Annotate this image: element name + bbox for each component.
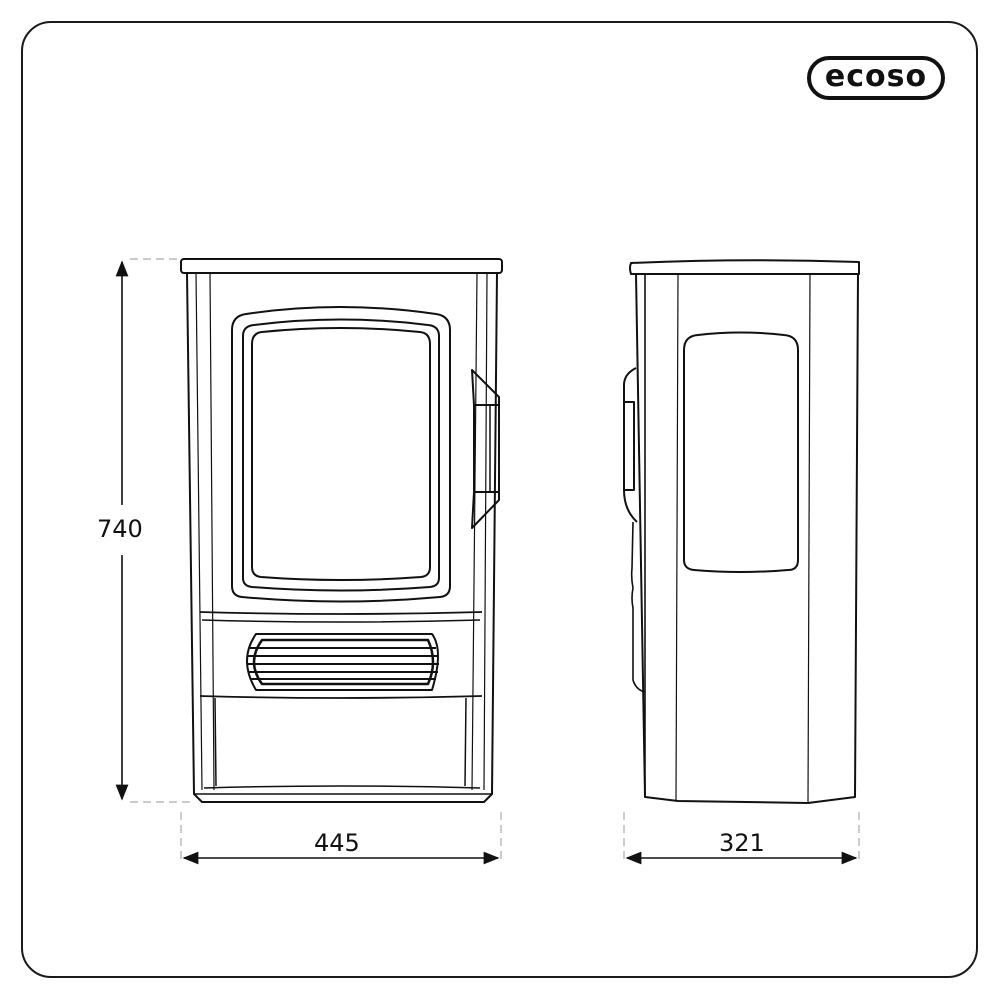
depth-dimension-label: 321	[719, 829, 765, 857]
front-top-plate	[180, 258, 503, 274]
side-window	[683, 331, 799, 573]
door-window	[251, 327, 431, 581]
ecoso-logo: ecoso	[807, 56, 945, 100]
height-dimension-label: 740	[97, 515, 143, 543]
louvred-vent	[246, 633, 439, 691]
logo-text: ecoso	[824, 58, 928, 94]
front-view	[180, 258, 503, 803]
side-top-plate	[629, 259, 860, 275]
diagram-frame	[21, 21, 978, 978]
side-handle-profile	[623, 367, 638, 523]
dimension-lines	[115, 258, 860, 865]
side-body-outline	[635, 273, 859, 804]
door-handle	[471, 369, 500, 529]
door-frame	[231, 306, 451, 603]
width-dimension-label: 445	[314, 829, 360, 857]
front-body-outline	[186, 272, 498, 803]
side-view	[623, 259, 860, 804]
